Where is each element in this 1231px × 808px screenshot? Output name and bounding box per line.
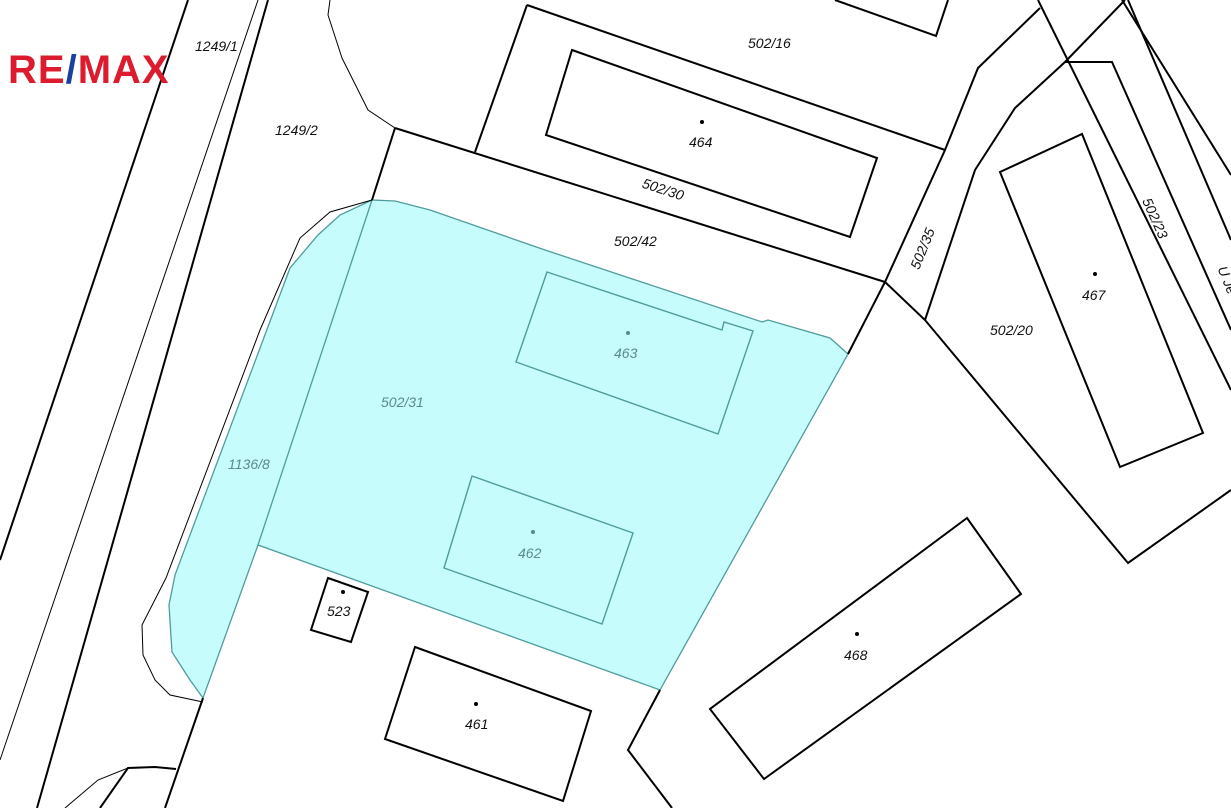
building-marker (855, 632, 859, 636)
highlighted-parcel-area[interactable] (168, 199, 849, 700)
boundary-line (847, 7, 1041, 355)
boundary-line (0, 0, 189, 561)
boundary-line (371, 127, 396, 201)
building-marker (626, 331, 630, 335)
parcel-label: 502/23 (1139, 195, 1171, 241)
boundary-line (0, 0, 259, 761)
boundary-line (36, 0, 269, 808)
boundary-line (99, 765, 177, 808)
building-label: 462 (518, 545, 542, 561)
building-523[interactable] (309, 576, 370, 644)
building-464[interactable] (544, 48, 879, 239)
boundary-line (884, 281, 1231, 565)
boundary-line (924, 0, 1126, 321)
street-label: U Je (1215, 264, 1231, 297)
parcel-label: 502/16 (748, 35, 791, 51)
logo-text-re: RE (8, 48, 66, 92)
parcel-label: 1249/2 (275, 122, 318, 138)
boundary-line (526, 4, 946, 151)
building-label: 463 (614, 345, 638, 361)
building-label: 467 (1082, 287, 1107, 303)
building-461[interactable] (383, 645, 593, 803)
building-label: 464 (689, 134, 713, 150)
logo-slash: / (65, 48, 78, 92)
parcel-label: 502/20 (990, 322, 1033, 338)
building-462[interactable] (443, 475, 634, 625)
building-marker (531, 530, 535, 534)
logo-text-max: MAX (77, 48, 170, 92)
boundary-line (394, 127, 886, 283)
boundary-line (1065, 61, 1231, 331)
boundary-line (1037, 0, 1231, 391)
building-label: 461 (465, 716, 488, 732)
building-label: 523 (327, 603, 351, 619)
parcel-label: 502/31 (381, 394, 424, 410)
parcel-label: 1136/8 (228, 456, 270, 472)
boundary-line (474, 4, 528, 153)
boundary-line (834, 0, 949, 38)
parcel-label: 502/35 (907, 225, 938, 271)
building-marker (474, 702, 478, 706)
building-marker (1093, 272, 1097, 276)
boundary-line (64, 767, 129, 808)
boundary-line (626, 689, 673, 808)
parcel-label: 1249/1 (195, 38, 238, 54)
boundary-line (141, 199, 373, 703)
building-468[interactable] (708, 516, 1023, 781)
remax-logo: RE/MAX (8, 50, 170, 90)
boundary-line (1127, 0, 1231, 241)
building-marker (700, 120, 704, 124)
parcel-label: 502/42 (614, 233, 657, 249)
boundary-line (164, 697, 204, 808)
building-label: 468 (844, 647, 868, 663)
boundary-line (327, 0, 396, 129)
building-467[interactable] (998, 132, 1205, 469)
parcel-boundary-1136-8 (257, 199, 373, 546)
building-463[interactable] (515, 271, 754, 435)
building-marker (341, 590, 345, 594)
